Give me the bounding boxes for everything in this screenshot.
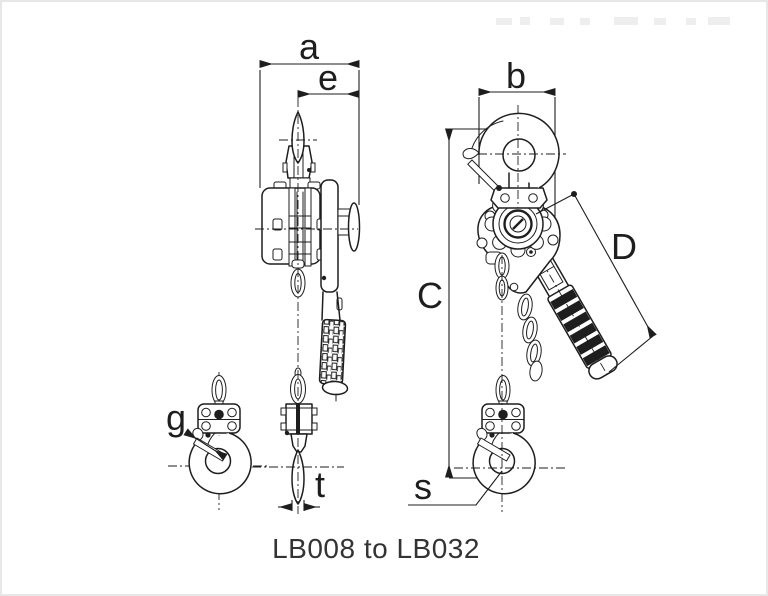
caption-model-range: LB008 to LB032 — [272, 533, 480, 564]
dimension-g: g — [166, 397, 228, 461]
dim-label-C: C — [417, 275, 443, 316]
front-gear-body — [261, 181, 327, 267]
dimension-e: e — [297, 57, 360, 99]
side-load-chain — [494, 252, 543, 382]
dim-label-e: e — [318, 57, 338, 98]
dim-label-b: b — [506, 55, 526, 96]
front-lever-grip — [318, 291, 349, 402]
front-top-hook — [282, 111, 316, 190]
bottom-hook-detail: g — [166, 372, 270, 510]
side-view: b C — [408, 55, 657, 512]
dimension-D: D — [535, 191, 657, 373]
front-centerlines — [252, 98, 358, 514]
dim-label-D: D — [611, 226, 637, 267]
side-centerlines — [454, 105, 568, 512]
dim-label-g: g — [166, 397, 186, 438]
side-bottom-hook — [472, 374, 536, 495]
faint-artifact-row — [496, 17, 730, 25]
side-lever — [523, 230, 618, 380]
dimension-s: s — [408, 466, 503, 507]
dim-label-s: s — [414, 466, 432, 507]
front-view: a e — [252, 26, 361, 514]
dim-label-t: t — [315, 464, 325, 505]
side-top-hook — [462, 112, 560, 209]
dimension-t: t — [278, 464, 325, 512]
front-bottom-hook — [280, 367, 318, 505]
front-handwheel-hub — [320, 179, 361, 311]
dim-label-a: a — [299, 26, 320, 67]
